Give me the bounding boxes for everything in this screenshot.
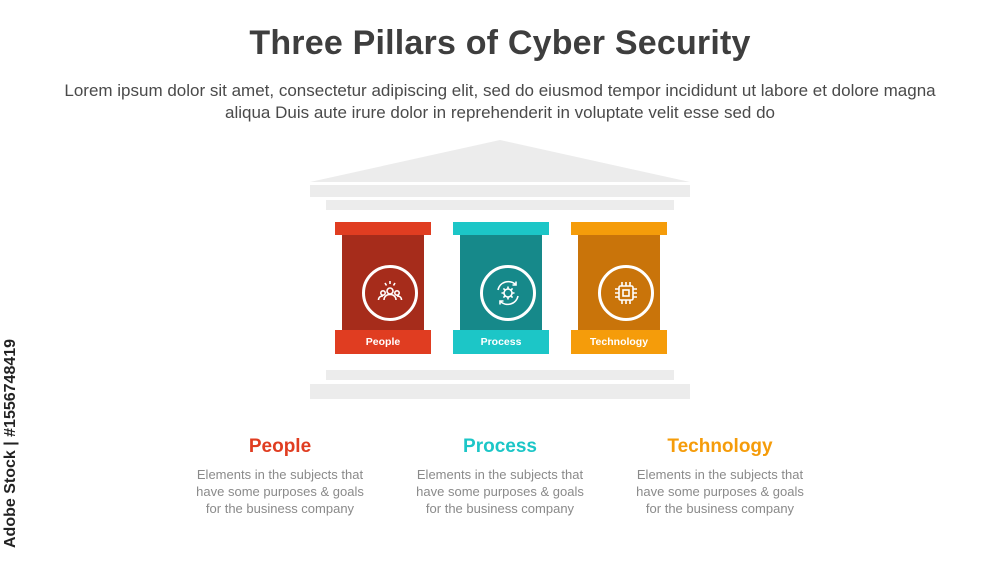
description-text: Elements in the subjects that have some …: [636, 467, 804, 516]
pillar-label: Technology: [571, 330, 667, 354]
description-heading: People: [248, 436, 312, 457]
pillar-people: People: [335, 222, 431, 354]
pillar-capital: [335, 222, 431, 235]
description-people: People Elements in the subjects that hav…: [180, 436, 380, 517]
temple-entablature: [310, 185, 690, 197]
microchip-icon: [598, 265, 654, 321]
temple-architrave: [326, 200, 674, 210]
pillar-label: People: [335, 330, 431, 354]
pillar-shaft: [578, 235, 660, 331]
page-title: Three Pillars of Cyber Security: [249, 24, 751, 62]
pillar-shaft: [460, 235, 542, 331]
pillar-shaft: [342, 235, 424, 331]
description-heading: Technology: [667, 436, 773, 457]
pillar-process: Process: [453, 222, 549, 354]
temple-base-step: [310, 384, 690, 399]
temple-roof: [310, 140, 690, 182]
description-heading: Process: [463, 436, 537, 457]
pillar-capital: [571, 222, 667, 235]
gear-cycle-icon: [480, 265, 536, 321]
description-technology: Technology Elements in the subjects that…: [620, 436, 820, 517]
description-process: Process Elements in the subjects that ha…: [400, 436, 600, 517]
description-text: Elements in the subjects that have some …: [416, 467, 584, 516]
temple-stylobate: [326, 370, 674, 380]
pillar-label: Process: [453, 330, 549, 354]
page-subtitle: Lorem ipsum dolor sit amet, consectetur …: [64, 81, 936, 122]
people-group-icon: [362, 265, 418, 321]
pillar-technology: Technology: [571, 222, 667, 354]
pillar-capital: [453, 222, 549, 235]
stock-credit: Adobe Stock | #1556748419: [2, 338, 19, 548]
description-text: Elements in the subjects that have some …: [196, 467, 364, 516]
